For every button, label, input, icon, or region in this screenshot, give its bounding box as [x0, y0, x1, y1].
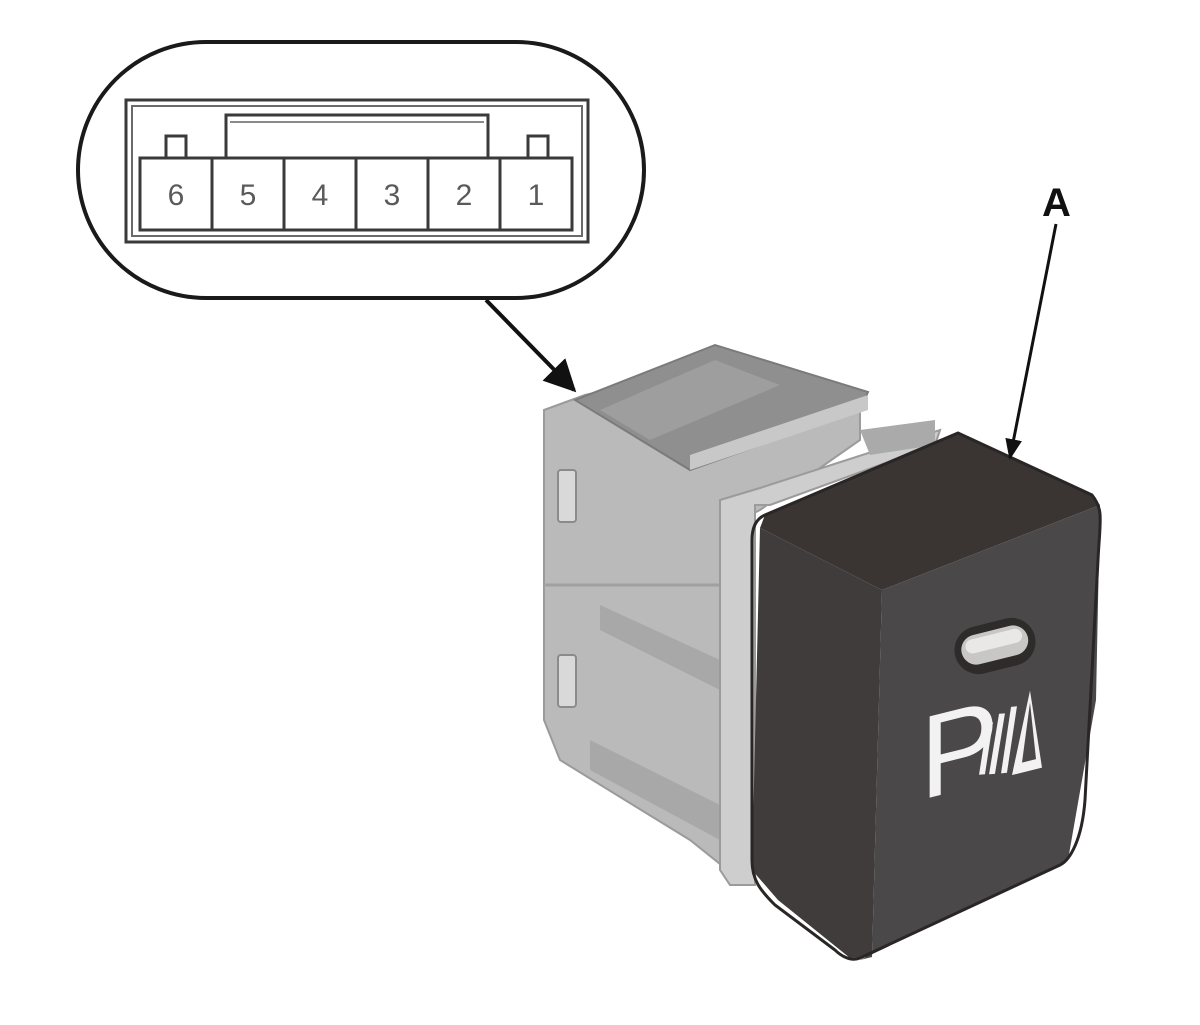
sensor-wave-3: [1001, 706, 1017, 774]
button-outline: [750, 431, 1102, 961]
connector-key-left: [164, 134, 188, 158]
pin-cells: 6 5 4 3 2 1: [168, 158, 545, 230]
latch-lower: [557, 654, 577, 708]
pin-label-2: 2: [456, 179, 473, 212]
sensor-wave-1: [979, 722, 993, 775]
housing-top-edge: [690, 395, 868, 470]
housing-bezel: [719, 428, 942, 886]
housing-top-inset: [600, 360, 780, 440]
obstacle-cone-inner: [1022, 702, 1036, 763]
connector-detail-callout: 6 5 4 3 2 1: [76, 40, 646, 393]
pin-label-1: 1: [528, 179, 545, 212]
latch-upper: [557, 469, 577, 523]
button-top-face: [760, 433, 1100, 590]
callout-a-leader: [1005, 223, 1058, 461]
switch-housing: [543, 343, 942, 886]
parking-sensor-icon: P: [920, 675, 1042, 826]
sensor-wave-2: [989, 713, 1005, 775]
switch-button: P: [750, 431, 1102, 961]
callout-arrow: [484, 298, 577, 393]
connector-lock-tab: [224, 113, 490, 160]
indicator-lamp-icon: [954, 617, 1036, 675]
callout-a-label: A: [1042, 181, 1071, 225]
pin-label-6: 6: [168, 179, 185, 212]
connector-housing-inner: [131, 105, 583, 237]
button-front-face: [860, 505, 1100, 960]
connector-face: 6 5 4 3 2 1: [124, 98, 590, 244]
button-side-face: [752, 528, 882, 958]
callout-a: A: [1005, 181, 1071, 461]
connector-key-right: [526, 134, 550, 158]
housing-rib-lower: [590, 740, 720, 840]
pin-label-3: 3: [384, 179, 401, 212]
pin-label-4: 4: [312, 179, 329, 212]
housing-rib-upper: [600, 605, 720, 690]
housing-clip: [860, 420, 935, 455]
pin-label-5: 5: [240, 179, 257, 212]
